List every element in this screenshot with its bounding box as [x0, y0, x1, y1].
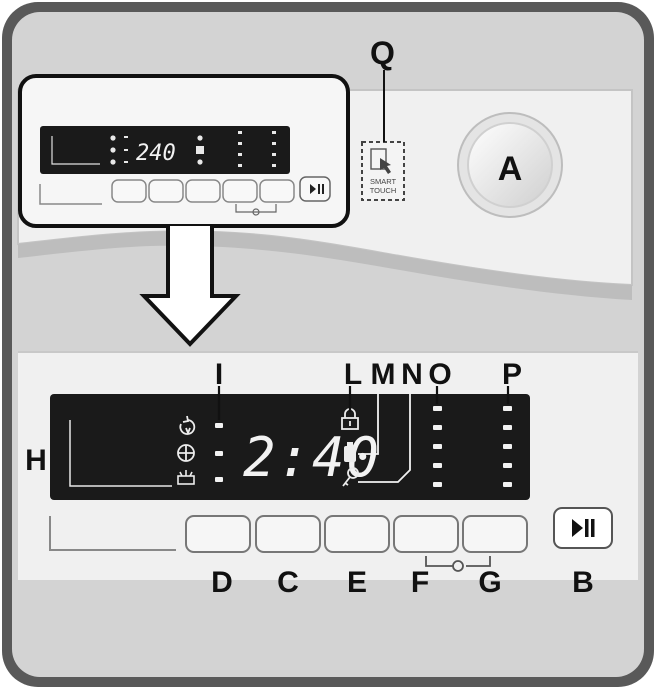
label-b: B [572, 566, 594, 599]
label-n: N [401, 358, 423, 391]
mini-time-display: 240 [136, 141, 176, 166]
mini-label-strip [39, 184, 102, 205]
label-p: P [502, 358, 522, 391]
detergent-icon [177, 470, 195, 485]
mini-buttons [111, 179, 295, 203]
button-d[interactable] [185, 515, 251, 553]
mini-display: 240 [40, 126, 290, 174]
option-led-3 [215, 477, 223, 482]
label-q: Q [370, 35, 395, 71]
progress-leds-o [433, 406, 442, 487]
label-h: H [25, 444, 47, 477]
label-m: M [371, 358, 396, 391]
n-leader-line [358, 388, 411, 483]
mini-button-2[interactable] [148, 179, 184, 203]
label-e: E [347, 566, 367, 599]
option-leds [215, 423, 223, 482]
time-display: 2:40 [243, 426, 381, 489]
mini-button-5[interactable] [259, 179, 295, 203]
label-strip [49, 516, 176, 551]
play-pause-icon [572, 519, 595, 537]
button-c[interactable] [255, 515, 321, 553]
label-o: O [428, 358, 451, 391]
button-f[interactable] [393, 515, 459, 553]
progress-leds-p [503, 406, 512, 487]
smart-touch-label-1: SMART [370, 177, 397, 186]
play-pause-button[interactable] [553, 507, 613, 549]
button-e[interactable] [324, 515, 390, 553]
label-g: G [478, 566, 501, 599]
option-led-1 [215, 423, 223, 428]
mini-button-1[interactable] [111, 179, 147, 203]
display-info-frame [69, 420, 172, 487]
prewash-icon [179, 415, 196, 436]
mini-play-pause-button[interactable] [299, 176, 331, 202]
child-lock-key-icon [342, 467, 359, 487]
m-leader-line [358, 388, 379, 455]
option-led-2 [215, 451, 223, 456]
program-knob[interactable] [457, 112, 563, 218]
label-i: I [215, 358, 223, 391]
label-d: D [211, 566, 233, 599]
mini-button-3[interactable] [185, 179, 221, 203]
label-l: L [344, 358, 362, 391]
smart-touch-label-2: TOUCH [370, 186, 397, 195]
detergent-dose-icon [344, 442, 356, 462]
label-c: C [277, 566, 299, 599]
mini-button-4[interactable] [222, 179, 258, 203]
top-panel-shadow [18, 231, 632, 300]
label-f: F [411, 566, 429, 599]
zoom-arrow [139, 226, 241, 347]
mini-key-bracket [235, 204, 277, 213]
label-a: A [498, 150, 523, 188]
smart-touch-area[interactable]: SMART TOUCH [361, 141, 405, 201]
key-combo-icon [425, 556, 491, 572]
spin-icon [177, 444, 195, 462]
button-g[interactable] [462, 515, 528, 553]
smart-touch-icon [370, 148, 391, 174]
